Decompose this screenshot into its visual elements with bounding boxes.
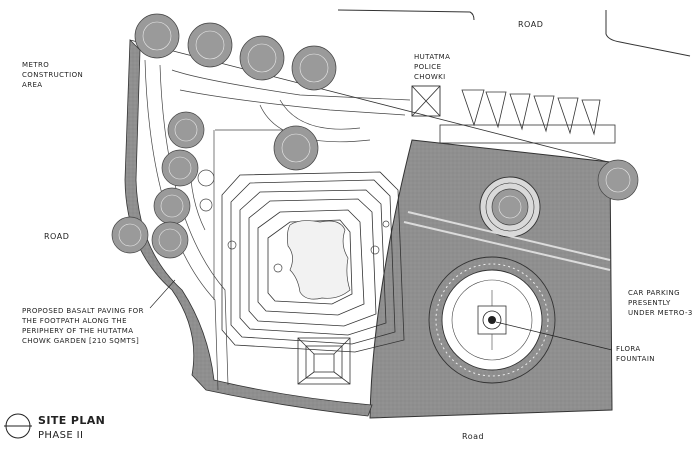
road-edge-top-right — [605, 10, 691, 57]
police-chowki — [411, 85, 441, 117]
label-metro-construction: METRO CONSTRUCTION AREA — [22, 60, 83, 90]
label-road-left: ROAD — [44, 232, 70, 241]
label-police-chowki-line-1: HUTATMA — [414, 53, 451, 61]
title-block-title: SITE PLAN — [38, 414, 106, 427]
title-block-subtitle: PHASE II — [38, 430, 84, 441]
entry-steps — [297, 337, 351, 385]
label-basalt-paving: PROPOSED BASALT PAVING FOR THE FOOTPATH … — [22, 306, 144, 346]
label-car-parking: CAR PARKING PRESENTLY UNDER METRO-3 — [628, 288, 693, 318]
stepped-garden — [221, 171, 405, 353]
label-police-chowki: HUTATMA POLICE CHOWKI — [414, 52, 450, 82]
label-metro-construction-line-2: CONSTRUCTION — [22, 71, 84, 79]
central-pond — [286, 220, 351, 300]
basalt-paving-leader — [149, 279, 176, 309]
label-car-parking-line-1: CAR PARKING — [628, 289, 680, 297]
label-metro-construction-line-1: METRO — [22, 61, 50, 69]
tree-canopy-texture — [118, 21, 631, 252]
footpath-strip — [124, 39, 373, 417]
label-flora-fountain: FLORA FOUNTAIN — [616, 344, 655, 364]
label-flora-fountain-line-1: FLORA — [616, 345, 641, 353]
label-basalt-paving-line-1: PROPOSED BASALT PAVING FOR — [22, 307, 144, 315]
metro-barricades — [439, 89, 616, 144]
section-symbol-icon — [4, 413, 32, 439]
label-police-chowki-line-3: CHOWKI — [414, 73, 446, 81]
plaza-banding — [403, 211, 611, 271]
label-car-parking-line-2: PRESENTLY — [628, 299, 671, 307]
label-metro-construction-line-3: AREA — [22, 81, 43, 89]
flora-fountain-leader — [495, 321, 613, 351]
road-edge-top — [337, 9, 475, 21]
garden-paths — [144, 59, 411, 391]
label-basalt-paving-line-2: THE FOOTPATH ALONG THE — [22, 317, 127, 325]
label-police-chowki-line-2: POLICE — [414, 63, 442, 71]
label-basalt-paving-line-3: PERIPHERY OF THE HUTATMA — [22, 327, 134, 335]
label-road-bottom: Road — [462, 432, 485, 441]
flora-fountain — [428, 256, 556, 384]
round-planters — [197, 169, 390, 273]
trees — [111, 13, 639, 259]
label-flora-fountain-line-2: FOUNTAIN — [616, 355, 655, 363]
label-basalt-paving-line-4: CHOWK GARDEN [210 SQMTS] — [22, 337, 140, 345]
label-car-parking-line-3: UNDER METRO-3 — [628, 309, 693, 317]
label-road-top: ROAD — [518, 20, 544, 29]
